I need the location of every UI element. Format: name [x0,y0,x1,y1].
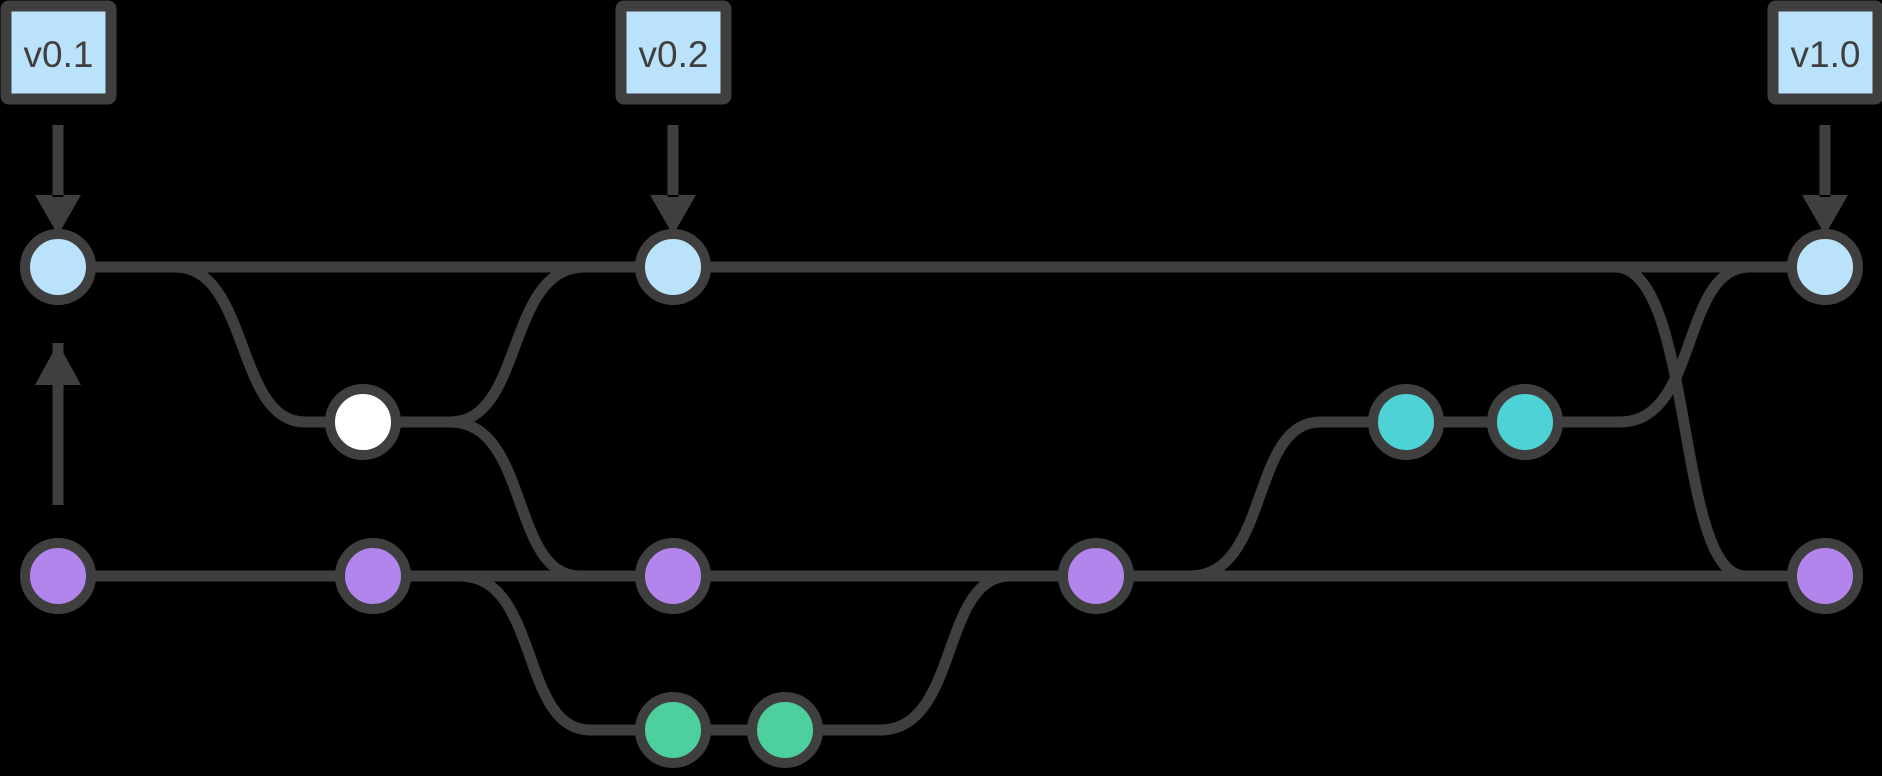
edge-e-green-to-purple [812,570,1069,736]
commit-node-c-green-1[interactable] [635,692,711,768]
tag-arrow-head-tag-v10 [1802,195,1848,235]
commit-node-c-teal-1[interactable] [1368,384,1444,460]
edge-e-blue-to-purple [1554,261,1798,582]
tag-arrow-shaft-tag-v10 [1819,125,1831,195]
tag-labels-layer: v0.1 v0.2 v1.0 [0,0,1882,235]
commit-node-c-green-2[interactable] [747,692,823,768]
commit-node-c-purple-5[interactable] [1787,538,1863,614]
tag-arrow-shaft-tag-v01 [52,125,64,195]
commit-node-c-purple-4[interactable] [1058,538,1134,614]
commit-node-c-purple-2[interactable] [335,538,411,614]
branch-arrow-shaft [52,343,64,505]
tag-group-tag-v02[interactable]: v0.2 [615,0,732,235]
commit-node-c-purple-3[interactable] [635,538,711,614]
tag-box-tag-v02[interactable] [615,0,732,105]
edge-e-teal-to-blue [1552,261,1798,428]
edge-e-purple-to-teal [1123,416,1379,582]
commit-node-c-white-1[interactable] [325,384,401,460]
edge-e-white-to-purple [390,416,646,582]
tag-group-tag-v10[interactable]: v1.0 [1767,0,1882,235]
tag-label-tag-v01: v0.1 [24,34,94,75]
branch-arrow-up-group [35,343,81,505]
edge-e-white-to-blue [390,261,646,428]
commit-node-c-blue-3[interactable] [1787,229,1863,305]
tag-arrow-shaft-tag-v02 [667,125,679,195]
tag-arrow-head-tag-v01 [35,195,81,235]
tag-group-tag-v01[interactable]: v0.1 [0,0,117,235]
edges-layer [85,261,1798,736]
edge-e-blue-to-white [114,261,336,428]
tag-box-tag-v01[interactable] [0,0,117,105]
tag-box-tag-v10[interactable] [1767,0,1882,105]
tag-label-tag-v10: v1.0 [1791,34,1861,75]
commit-nodes-layer [20,229,1863,768]
tag-label-tag-v02: v0.2 [639,34,709,75]
commit-node-c-purple-1[interactable] [20,538,96,614]
tag-arrow-head-tag-v02 [650,195,696,235]
edge-e-purple-to-green [400,570,646,736]
commit-node-c-teal-2[interactable] [1487,384,1563,460]
branch-arrow-head [35,343,81,385]
commit-node-c-blue-1[interactable] [20,229,96,305]
branch-arrow-layer [35,343,81,505]
commit-node-c-blue-2[interactable] [635,229,711,305]
